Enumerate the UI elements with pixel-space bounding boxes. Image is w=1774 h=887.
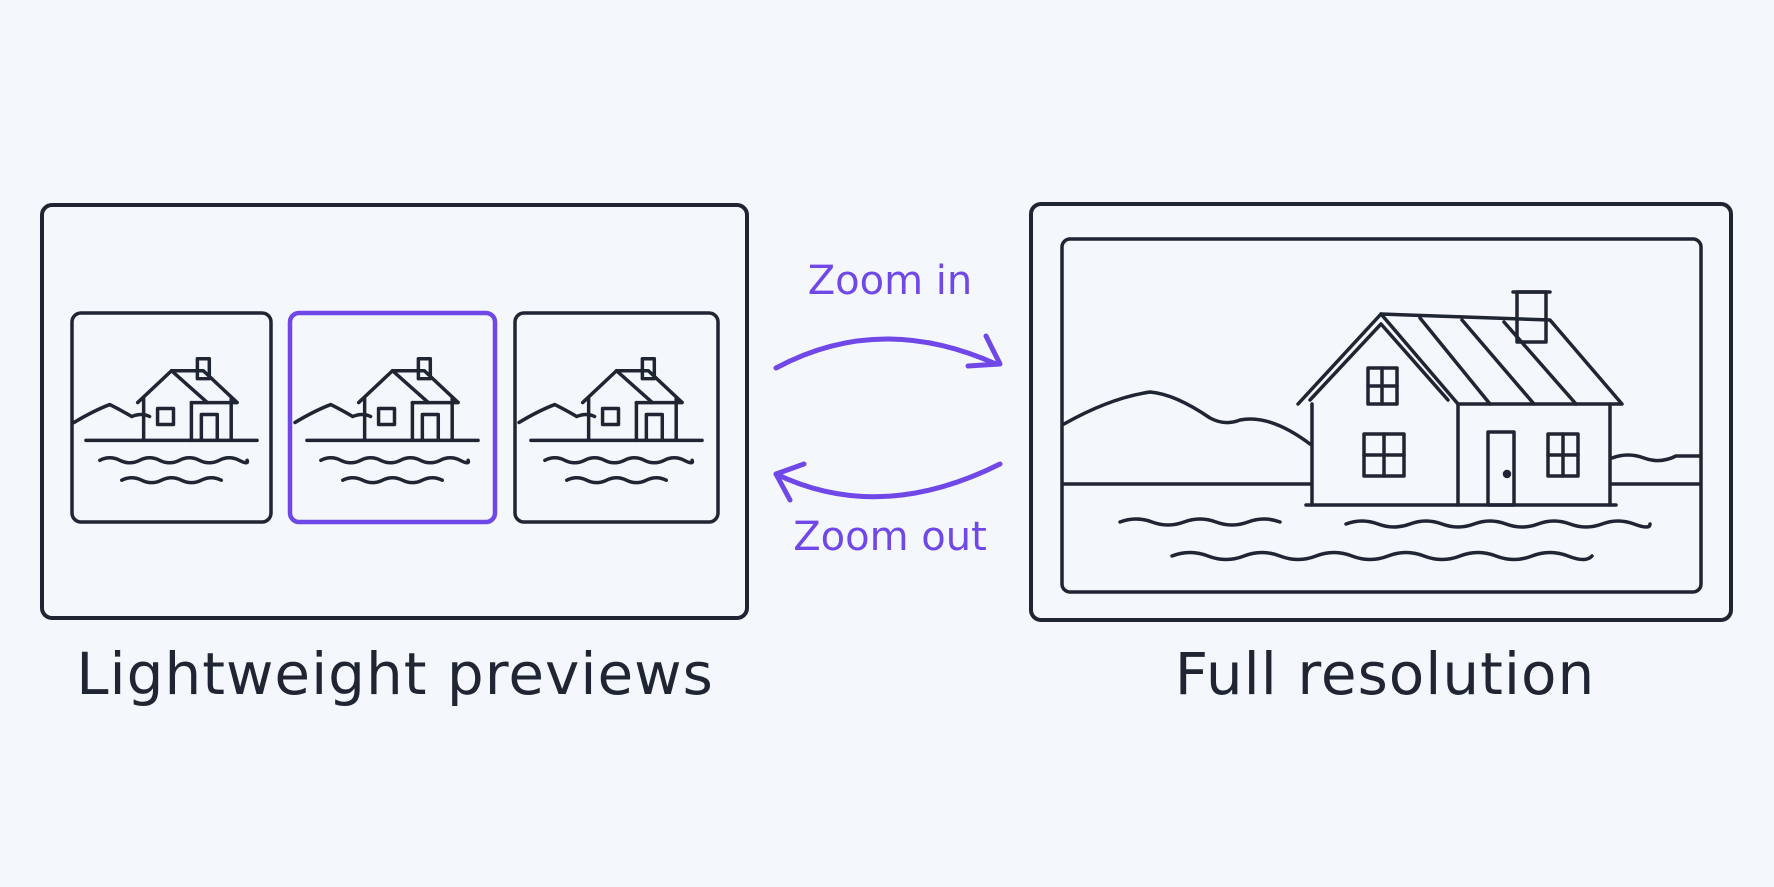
zoom-in-label: Zoom in [807, 258, 973, 304]
zoom-out-arrow [773, 461, 1003, 503]
zoom-in-arrow [773, 333, 1003, 371]
zoom-out-label: Zoom out [793, 514, 987, 560]
full-resolution-panel-frame [1029, 202, 1733, 622]
preview-thumbnail-2-selected[interactable] [287, 310, 498, 525]
full-resolution-caption: Full resolution [1174, 640, 1596, 708]
full-resolution-image-frame [1060, 237, 1703, 594]
preview-thumbnail-1[interactable] [70, 311, 273, 524]
house-icon [293, 357, 480, 485]
house-icon [72, 357, 259, 485]
house-icon [517, 357, 704, 485]
house-icon [1062, 290, 1702, 562]
preview-thumbnail-3[interactable] [513, 311, 720, 524]
previews-panel-frame [40, 203, 749, 620]
lightweight-previews-caption: Lightweight previews [76, 640, 714, 708]
